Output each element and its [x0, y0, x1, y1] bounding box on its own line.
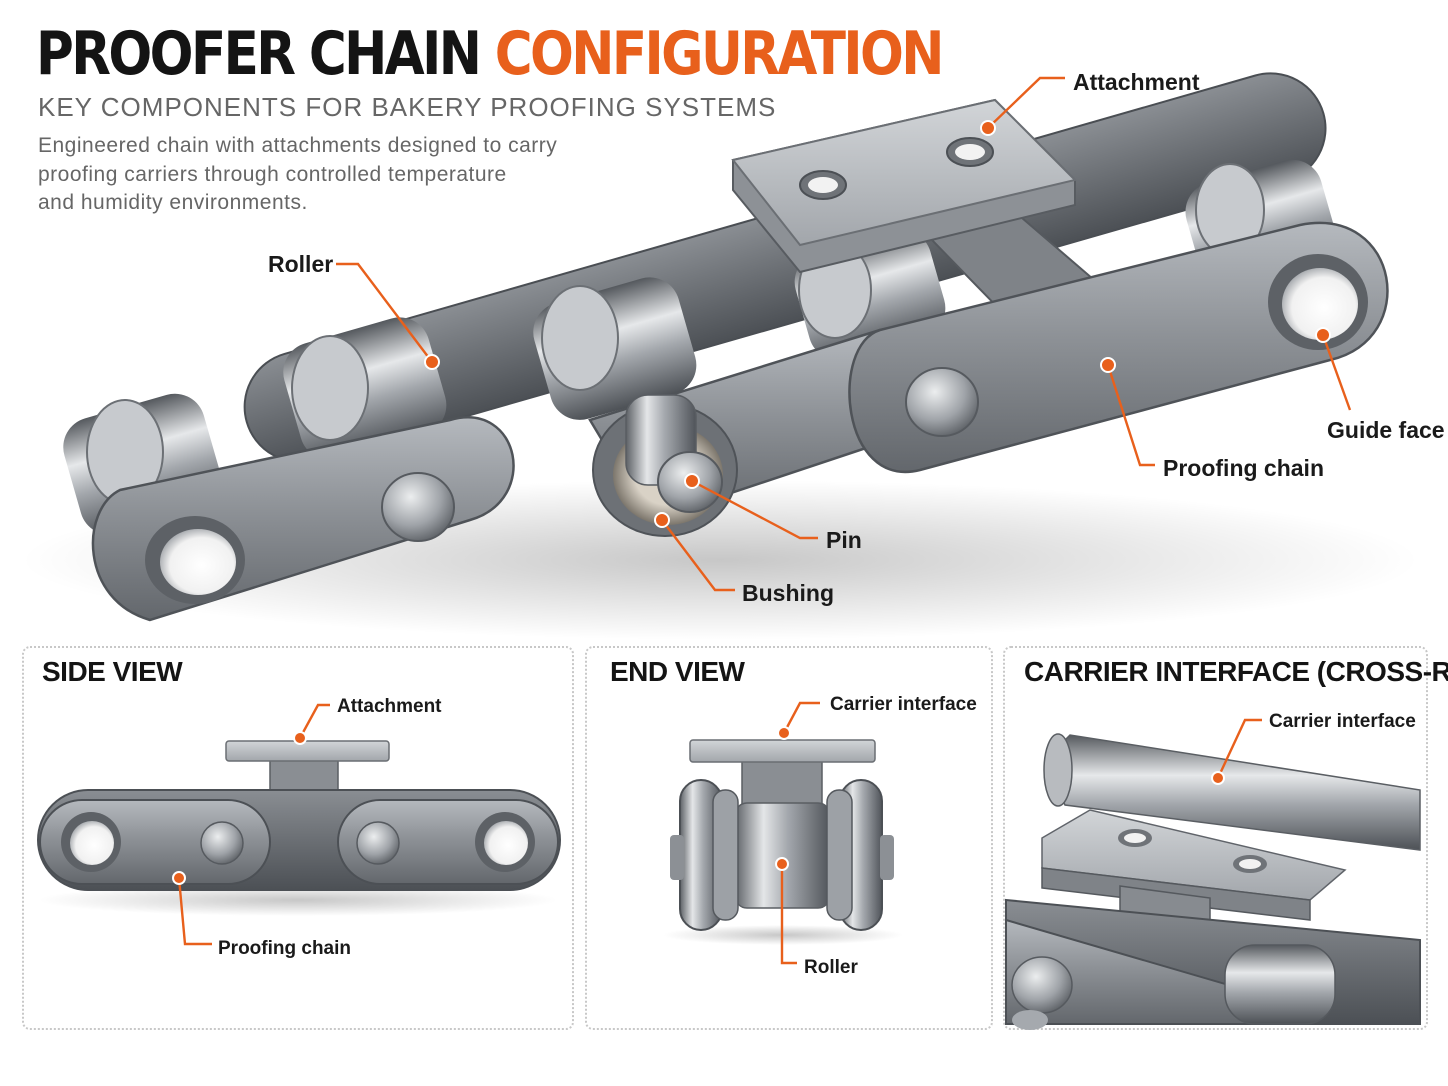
description-line-3: and humidity environments. — [38, 191, 308, 214]
front-link-plate-right — [848, 221, 1389, 474]
carrier-panel-callout-carrier-interface: Carrier interface — [1269, 711, 1416, 732]
end-view-callout-roller: Roller — [804, 957, 858, 978]
title-part-1: PROOFER CHAIN — [36, 19, 482, 89]
description-line-1: Engineered chain with attachments design… — [38, 134, 558, 157]
page-title: PROOFER CHAIN CONFIGURATION — [36, 12, 945, 96]
callout-bushing: Bushing — [742, 580, 834, 606]
description-line-2: proofing carriers through controlled tem… — [38, 162, 507, 186]
front-link-plate-left — [91, 416, 515, 622]
end-view-panel — [585, 646, 993, 1030]
carrier-interface-illustration — [1005, 733, 1421, 1030]
carrier-interface-panel — [1003, 646, 1428, 1030]
main-chain-illustration — [20, 72, 1420, 640]
main-roller-3 — [533, 277, 697, 420]
callout-attachment: Attachment — [1073, 69, 1200, 95]
side-view-panel — [22, 646, 574, 1030]
callout-roller: Roller — [268, 251, 333, 277]
description: Engineered chain with attachments design… — [38, 132, 618, 218]
end-view-title: END VIEW — [610, 656, 745, 687]
cutaway-bushing-pin — [592, 394, 738, 537]
main-callout-leaders — [336, 76, 1352, 592]
main-attachment-plate — [731, 98, 1077, 274]
side-view-callout-attachment: Attachment — [337, 696, 442, 717]
side-view-title: SIDE VIEW — [42, 656, 183, 687]
end-view-callout-carrier-interface: Carrier interface — [830, 694, 977, 715]
main-roller-2 — [283, 317, 447, 460]
end-view-illustration — [663, 739, 903, 945]
title-part-2: CONFIGURATION — [494, 19, 945, 89]
side-view-callout-proofing-chain: Proofing chain — [218, 938, 351, 959]
callout-proofing-chain: Proofing chain — [1163, 455, 1324, 481]
callout-pin: Pin — [826, 527, 862, 553]
page-subtitle: KEY COMPONENTS FOR BAKERY PROOFING SYSTE… — [38, 92, 777, 122]
side-view-illustration — [37, 740, 561, 916]
carrier-interface-title: CARRIER INTERFACE (CROSS-ROD) — [1024, 656, 1448, 687]
callout-guide-face: Guide face — [1327, 417, 1445, 443]
